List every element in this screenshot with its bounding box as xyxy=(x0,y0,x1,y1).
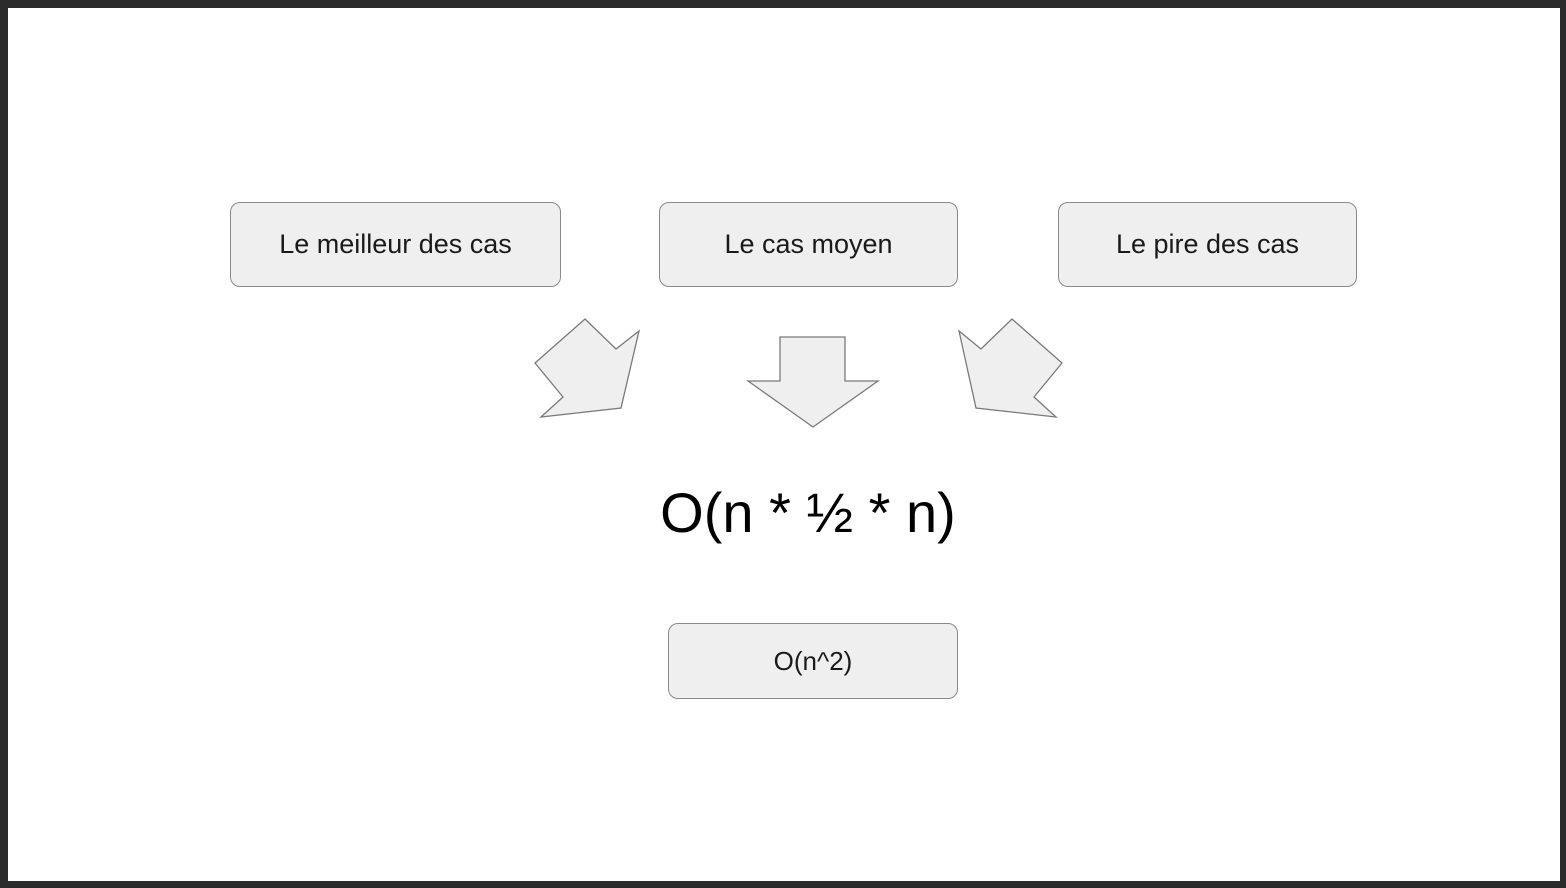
arrows-layer xyxy=(534,318,1063,428)
complexity-formula: O(n * ½ * n) xyxy=(660,481,956,544)
arrow-down-right-icon xyxy=(534,318,641,418)
best-case-box: Le meilleur des cas xyxy=(230,202,561,287)
arrow-down-icon xyxy=(745,336,881,428)
average-case-box: Le cas moyen xyxy=(659,202,958,287)
slide: Le meilleur des cas Le cas moyen Le pire… xyxy=(8,8,1560,881)
average-case-label: Le cas moyen xyxy=(724,229,893,259)
worst-case-label: Le pire des cas xyxy=(1115,229,1300,259)
result-box: O(n^2) xyxy=(668,623,958,699)
arrow-down-left-icon xyxy=(957,318,1063,418)
result-label: O(n^2) xyxy=(773,645,853,676)
worst-case-box: Le pire des cas xyxy=(1058,202,1357,287)
best-case-label: Le meilleur des cas xyxy=(279,229,512,259)
